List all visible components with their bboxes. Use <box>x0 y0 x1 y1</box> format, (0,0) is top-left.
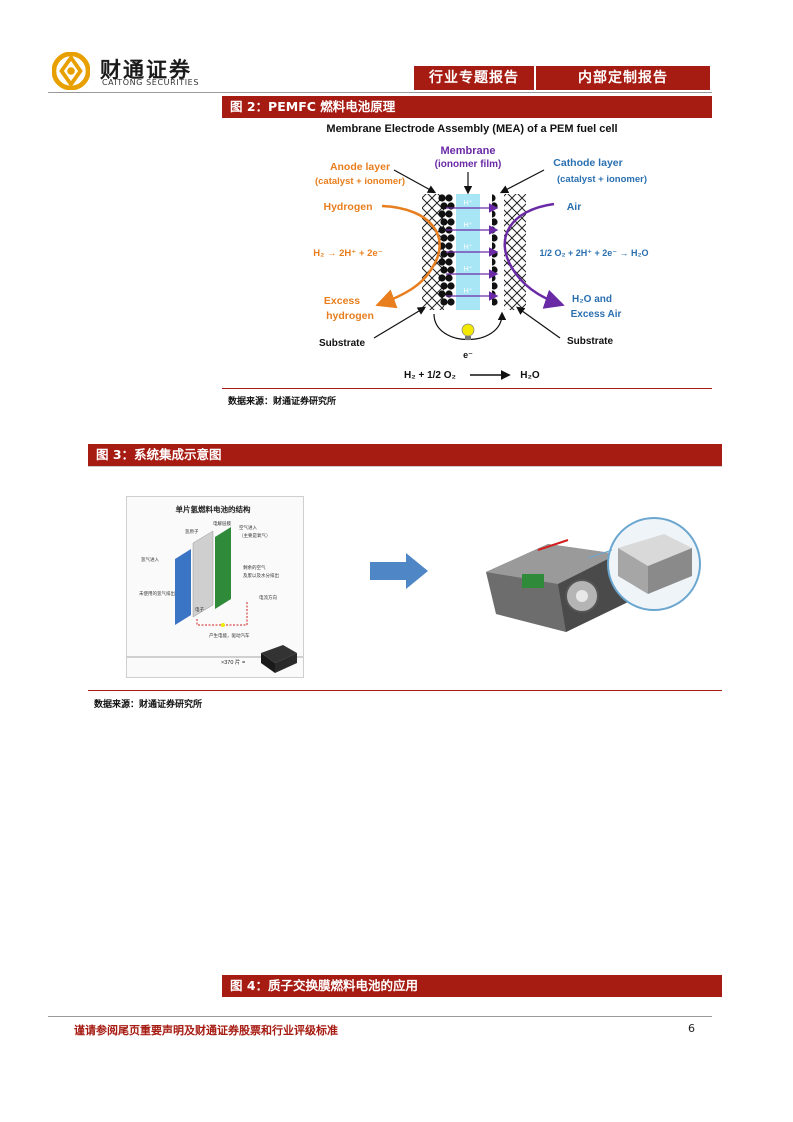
stack-count-label: ×370 片 = <box>221 658 245 666</box>
label-current: 电流方向 <box>259 594 277 601</box>
electron-label: e⁻ <box>463 350 473 360</box>
label-membrane: 电解层膜 <box>213 520 231 527</box>
label-air-in: 空气进入 <box>239 524 257 531</box>
air-label: Air <box>567 201 582 213</box>
proton-label-2: H⁺ <box>464 221 473 229</box>
substrate-left-label: Substrate <box>319 338 366 349</box>
cathode-reaction: 1/2 O₂ + 2H⁺ + 2e⁻ → H₂O <box>539 248 648 258</box>
catalyst-particle <box>447 218 455 226</box>
anode-reaction: H₂ → 2H⁺ + 2e⁻ <box>313 248 382 259</box>
fuel-cell-system-image <box>486 517 701 632</box>
figure2-caption: 图 2：PEMFC 燃料电池原理 <box>222 96 712 118</box>
header-divider <box>48 92 712 93</box>
proton-label-3: H⁺ <box>464 243 473 251</box>
cathode-sublabel: (catalyst + ionomer) <box>557 174 647 185</box>
catalyst-particle <box>440 266 448 274</box>
company-name-en: CAITONG SECURITIES <box>102 78 199 87</box>
catalyst-particle <box>447 266 455 274</box>
figure2-bottom-rule <box>222 388 712 389</box>
green-component <box>522 574 544 588</box>
catalyst-particle <box>445 258 453 266</box>
label-excess-air: 剩余的空气 <box>243 564 266 571</box>
figure3-source: 数据来源：财通证券研究所 <box>94 700 203 710</box>
fuel-cell-stack-icon <box>261 645 297 673</box>
catalyst-particle <box>445 274 453 282</box>
footer-disclaimer: 谨请参阅尾页重要声明及财通证券股票和行业评级标准 <box>74 1024 338 1037</box>
proton-label-1: H⁺ <box>464 199 473 207</box>
label-oxygen: （主要是氧气） <box>239 532 271 539</box>
anode-substrate <box>422 194 444 310</box>
proton-label-5: H⁺ <box>464 287 473 295</box>
label-hydrogen-in: 氢气进入 <box>141 556 159 563</box>
catalyst-particle <box>440 298 448 306</box>
page-number: 6 <box>688 1022 695 1035</box>
catalyst-particle <box>445 242 453 250</box>
figure3-top-rule <box>88 466 722 467</box>
mea-title: Membrane Electrode Assembly (MEA) of a P… <box>326 123 617 135</box>
company-name-cn: 财通证券 <box>100 58 192 82</box>
pemfc-principle-diagram: Membrane Electrode Assembly (MEA) of a P… <box>313 123 648 381</box>
label-unused-hydrogen: 未使用的氢气排出 <box>139 590 175 597</box>
label-drive-vehicle: 产生电能，驱动汽车 <box>209 632 250 639</box>
catalyst-particle <box>440 250 448 258</box>
catalyst-particle <box>440 218 448 226</box>
caitong-logo-icon <box>52 52 90 90</box>
figure3-bottom-rule <box>88 690 722 691</box>
catalyst-particle <box>438 274 446 282</box>
excess-hydrogen-label-1: Excess <box>324 295 360 307</box>
membrane-sublabel: (ionomer film) <box>435 159 502 170</box>
overall-reaction-right: H₂O <box>520 370 540 381</box>
catalyst-particle <box>440 202 448 210</box>
lightbulb-icon <box>461 323 475 340</box>
report-type-tab: 行业专题报告 <box>414 66 534 90</box>
catalyst-particle <box>438 226 446 234</box>
catalyst-particle <box>438 210 446 218</box>
membrane-label: Membrane <box>440 145 495 157</box>
catalyst-particle <box>445 210 453 218</box>
catalyst-particle <box>445 194 453 202</box>
substrate-right-label: Substrate <box>567 336 614 347</box>
membrane-plate <box>192 530 214 618</box>
catalyst-particle <box>490 234 498 242</box>
label-electron: 电子 <box>195 606 204 612</box>
catalyst-particle <box>438 258 446 266</box>
water-out-label-2: Excess Air <box>571 309 622 320</box>
proton-label-4: H⁺ <box>464 265 473 273</box>
single-cell-structure-panel: 单片氢燃料电池的结构 氢原子 电解层膜 空气进入 （主要是氧气） 氢气进入 剩余… <box>126 496 304 678</box>
catalyst-particle <box>438 290 446 298</box>
cathode-plate <box>215 527 231 609</box>
figure2-source: 数据来源：财通证券研究所 <box>228 397 337 407</box>
cathode-substrate <box>504 194 526 310</box>
internal-report-tab: 内部定制报告 <box>536 66 710 90</box>
figure4-caption: 图 4：质子交换膜燃料电池的应用 <box>222 975 722 997</box>
label-hydrogen-atom: 氢原子 <box>185 528 199 534</box>
excess-hydrogen-label-2: hydrogen <box>326 310 374 322</box>
catalyst-particle <box>447 234 455 242</box>
anode-label: Anode layer <box>330 161 390 173</box>
cathode-label: Cathode layer <box>553 157 622 169</box>
catalyst-particle <box>438 194 446 202</box>
catalyst-particle <box>447 298 455 306</box>
catalyst-particle <box>490 282 498 290</box>
label-water-out: 及废以及水分排出 <box>243 572 279 579</box>
air-flow-arrow <box>503 202 565 309</box>
hydrogen-flow-arrow <box>375 204 441 309</box>
figure3-caption: 图 3：系统集成示意图 <box>88 444 722 466</box>
footer-divider <box>48 1016 712 1017</box>
overall-reaction-left: H₂ + 1/2 O₂ <box>404 370 456 381</box>
single-cell-diagram: 单片氢燃料电池的结构 氢原子 电解层膜 空气进入 （主要是氧气） 氢气进入 剩余… <box>127 504 303 673</box>
anode-sublabel: (catalyst + ionomer) <box>315 176 405 187</box>
hydrogen-label: Hydrogen <box>323 201 372 213</box>
water-out-label-1: H₂O and <box>572 294 612 305</box>
catalyst-particle <box>440 234 448 242</box>
anode-plate <box>175 549 191 625</box>
right-arrow-icon <box>370 553 428 589</box>
catalyst-particle <box>447 282 455 290</box>
stack-title: 单片氢燃料电池的结构 <box>176 504 251 514</box>
catalyst-particle <box>490 218 498 226</box>
proton-flow <box>446 203 499 301</box>
catalyst-particle <box>440 282 448 290</box>
